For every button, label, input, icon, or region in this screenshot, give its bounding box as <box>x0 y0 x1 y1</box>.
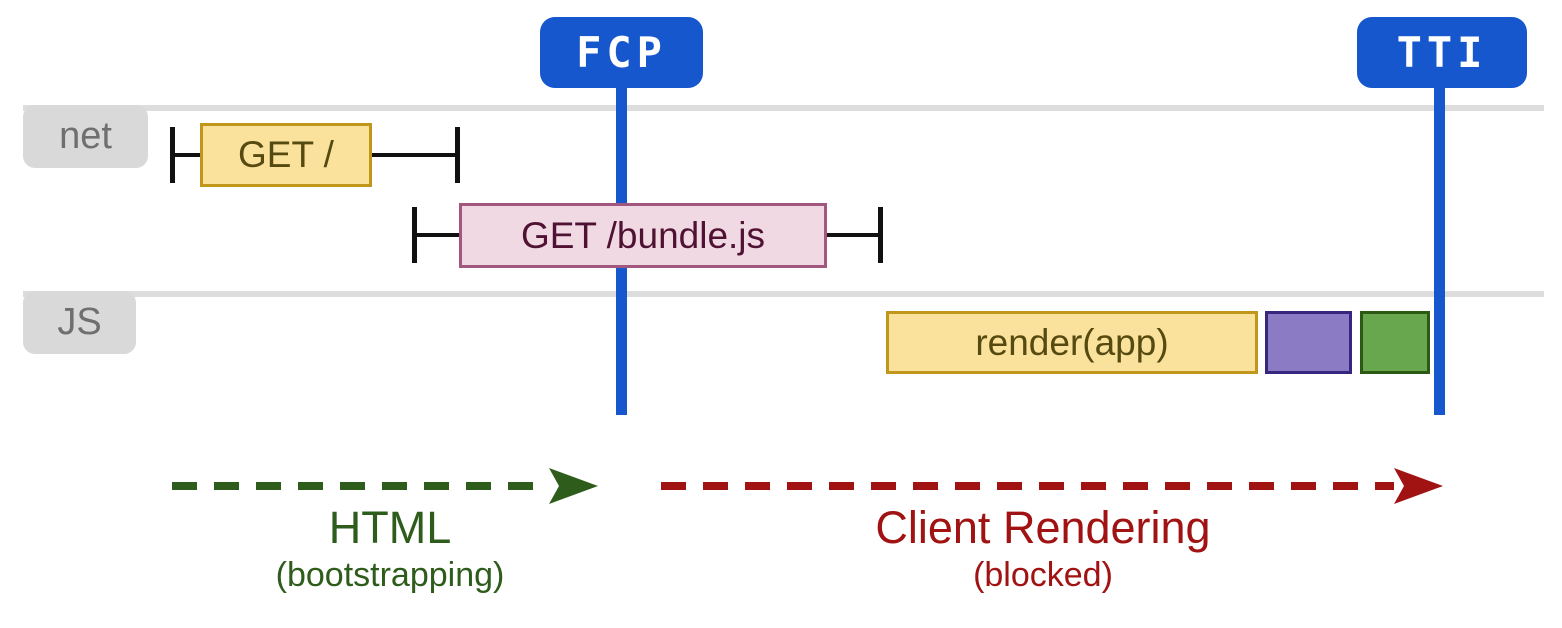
client-rendering-phase-sublabel: (blocked) <box>973 556 1113 594</box>
html-phase-sublabel: (bootstrapping) <box>275 556 505 594</box>
html-phase-arrow-icon <box>172 468 598 504</box>
js-task-green-box <box>1360 311 1430 374</box>
fcp-badge-label: FCP <box>576 28 667 77</box>
get-bundle-right-tick <box>878 207 883 263</box>
get-bundle-task-label: GET /bundle.js <box>520 214 766 256</box>
tti-badge-label: TTI <box>1396 28 1488 77</box>
net-lane-badge: net <box>23 105 148 168</box>
net-lane-rail <box>23 105 1544 111</box>
get-root-right-whisker <box>372 153 455 157</box>
client-rendering-phase-arrow-icon <box>661 468 1443 504</box>
get-root-task-box: GET / <box>200 123 372 187</box>
tti-marker-line <box>1434 84 1445 415</box>
get-root-right-tick <box>455 127 460 183</box>
get-root-left-whisker <box>175 153 200 157</box>
get-bundle-left-tick <box>412 207 417 263</box>
html-phase-label: HTML <box>328 502 452 553</box>
get-bundle-right-whisker <box>827 233 878 237</box>
tti-badge: TTI <box>1357 17 1527 88</box>
js-task-purple-box <box>1265 311 1352 374</box>
js-lane-label: JS <box>57 301 102 343</box>
get-bundle-task-box: GET /bundle.js <box>459 203 827 268</box>
get-root-left-tick <box>170 127 175 183</box>
render-app-task-label: render(app) <box>975 321 1169 363</box>
net-lane-label: net <box>59 115 112 157</box>
js-lane-rail <box>23 291 1544 297</box>
client-rendering-phase-label: Client Rendering <box>875 502 1211 553</box>
get-bundle-left-whisker <box>417 233 459 237</box>
get-root-task-label: GET / <box>238 134 334 175</box>
fcp-badge: FCP <box>540 17 703 88</box>
js-lane-badge: JS <box>23 291 136 354</box>
render-app-task-box: render(app) <box>886 311 1258 374</box>
